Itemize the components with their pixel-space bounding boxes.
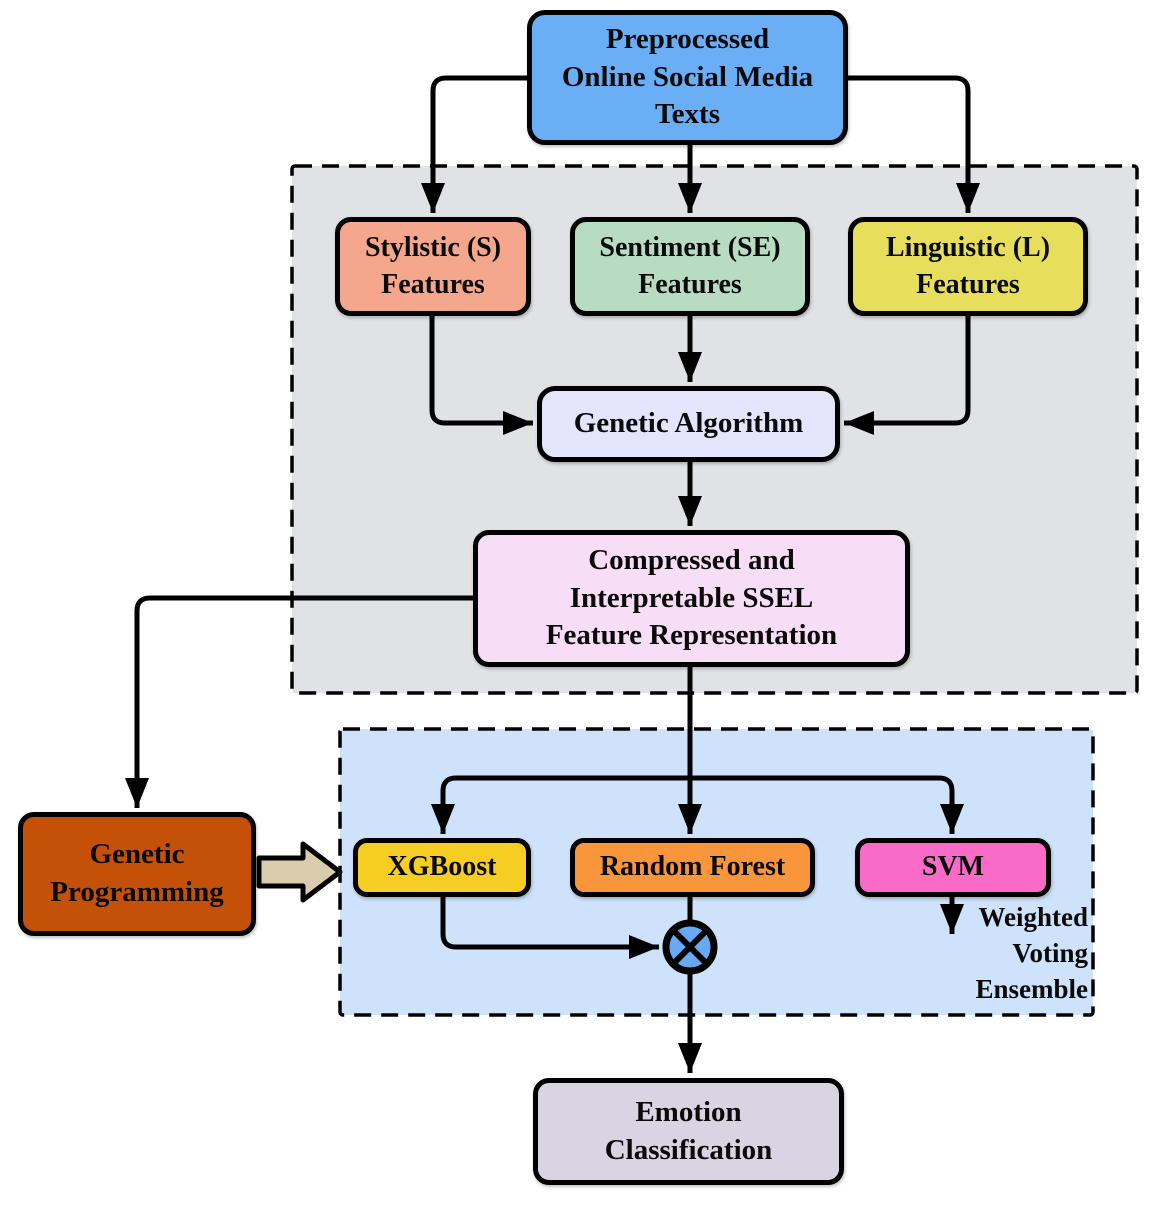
weighted-voting-operator-icon [662, 919, 718, 975]
node-ssel-representation: Compressed and Interpretable SSEL Featur… [473, 530, 910, 667]
ensemble-stage-label: Weighted Voting Ensemble [975, 902, 1088, 1004]
arrow-compressed-to-gp [125, 595, 473, 808]
arrow-texts-to-stylistic [421, 75, 527, 213]
node-preprocessed-texts: Preprocessed Online Social Media Texts [527, 10, 848, 145]
arrow-texts-to-linguistic [848, 75, 980, 213]
node-linguistic-features: Linguistic (L) Features [848, 217, 1088, 316]
gp-to-ensemble-block-arrow-icon [256, 841, 343, 903]
node-emotion-classification: Emotion Classification [533, 1078, 844, 1185]
node-random-forest: Random Forest [570, 838, 815, 897]
node-xgboost: XGBoost [353, 838, 531, 897]
node-sentiment-features: Sentiment (SE) Features [570, 217, 810, 316]
node-stylistic-features: Stylistic (S) Features [335, 217, 531, 316]
node-svm: SVM [855, 838, 1051, 897]
node-genetic-algorithm: Genetic Algorithm [537, 386, 840, 462]
arrow-stylistic-to-ga [429, 316, 533, 435]
arrow-linguistic-to-ga [844, 316, 971, 435]
arrow-xgboost-to-voting [440, 897, 659, 959]
arrow-branch-to-xgboost [431, 775, 690, 834]
node-genetic-programming: Genetic Programming [18, 812, 256, 936]
arrow-branch-to-svm [690, 775, 964, 834]
